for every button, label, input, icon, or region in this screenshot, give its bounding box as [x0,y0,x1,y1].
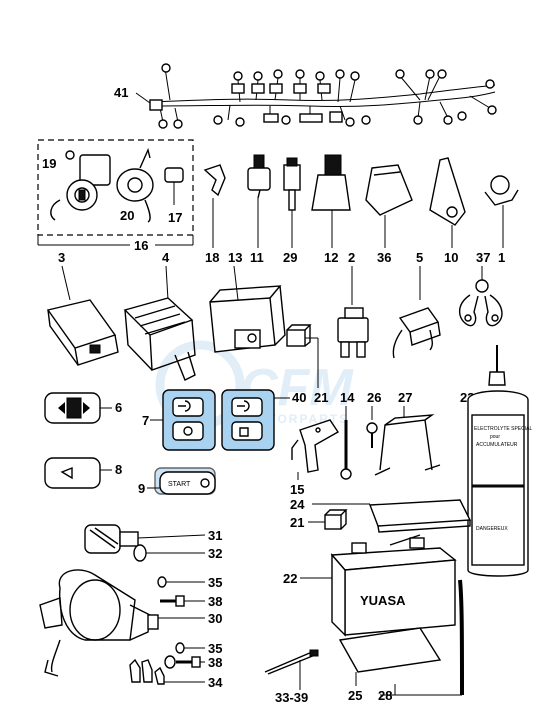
label-13: 13 [228,250,242,265]
bottle-text-3: ACCUMULATEUR [476,442,518,448]
battery-brand: YUASA [360,593,406,608]
part-28: 28 [378,579,464,703]
wiring-harness: 41 [114,63,497,129]
label-7: 7 [142,413,149,428]
label-30: 30 [208,611,222,626]
label-12: 12 [324,250,338,265]
part-4: 4 [123,250,196,381]
label-29: 29 [283,250,297,265]
part-27: 27 [374,390,441,476]
label-21a: 21 [314,390,328,405]
label-2: 2 [348,250,355,265]
part-37-keys: 37 [458,250,503,327]
label-16: 16 [134,238,148,253]
bottle-text-2: pour [490,434,500,440]
label-31: 31 [208,528,222,543]
label-33-39: 33-39 [275,690,308,705]
part-24: 24 [290,497,472,533]
label-3: 3 [58,250,65,265]
part-22-battery: YUASA 22 [283,534,457,637]
label-18: 18 [205,250,219,265]
label-35a: 35 [208,575,222,590]
part-36: 36 [365,164,413,265]
label-36: 36 [377,250,391,265]
label-20: 20 [120,208,134,223]
label-8: 8 [115,462,122,477]
label-6: 6 [115,400,122,415]
label-38b: 38 [208,655,222,670]
label-19: 19 [42,156,56,171]
part-13: 13 [209,250,286,353]
label-24: 24 [290,497,305,512]
part-8: 8 [44,457,122,489]
label-25: 25 [348,688,362,703]
part-31: 31 [84,524,222,554]
label-15: 15 [290,482,304,497]
part-35a: 35 [157,575,222,590]
part-15: 15 [290,419,340,497]
label-22: 22 [283,571,297,586]
part-6: 6 [44,392,122,424]
part-34: 34 [129,658,223,690]
part-30-starter: 30 [39,569,222,677]
part-32: 32 [133,544,222,562]
part-7: 7 [142,389,216,451]
bottle-text-4: DANGEREUX [476,526,508,532]
ignition-set: 16 19 20 17 [37,139,194,253]
part-18: 18 [203,164,226,265]
part-21a: 21 [286,324,328,405]
part-1: 1 [484,175,519,265]
label-26: 26 [367,390,381,405]
label-34: 34 [208,675,223,690]
label-28: 28 [378,688,392,703]
part-23-bottle: 23 ELECTROLYTE SPECIAL pour ACCUMULATEUR… [460,345,532,577]
bottle-text-1: ELECTROLYTE SPECIAL [474,426,532,432]
part-11: 11 [247,154,271,265]
start-button-text: START [168,481,191,488]
label-40: 40 [292,390,306,405]
label-4: 4 [162,250,170,265]
part-35b: 35 [175,641,222,656]
part-38a: 38 [160,594,222,609]
part-40: 40 [221,389,306,451]
label-27: 27 [398,390,412,405]
part-2: 2 [337,250,369,358]
label-1: 1 [498,250,505,265]
label-37: 37 [476,250,490,265]
label-38a: 38 [208,594,222,609]
label-11: 11 [250,250,264,265]
label-35b: 35 [208,641,222,656]
part-5: 5 [392,250,441,359]
part-9: START 9 [138,467,216,496]
label-9: 9 [138,481,145,496]
part-25: 25 [338,627,442,703]
label-5: 5 [416,250,423,265]
part-10: 10 [429,157,466,265]
label-21b: 21 [290,515,304,530]
label-10: 10 [444,250,458,265]
part-14: 14 [340,390,355,480]
label-41: 41 [114,85,128,100]
part-29: 29 [283,157,301,265]
part-38b: 38 [164,655,222,670]
part-3: 3 [46,250,119,366]
part-33-39: 33-39 [264,649,319,705]
label-17: 17 [168,210,182,225]
label-32: 32 [208,546,222,561]
part-26: 26 [366,390,381,448]
label-14: 14 [340,390,355,405]
part-21b: 21 [290,509,348,530]
part-12: 12 [311,154,351,265]
